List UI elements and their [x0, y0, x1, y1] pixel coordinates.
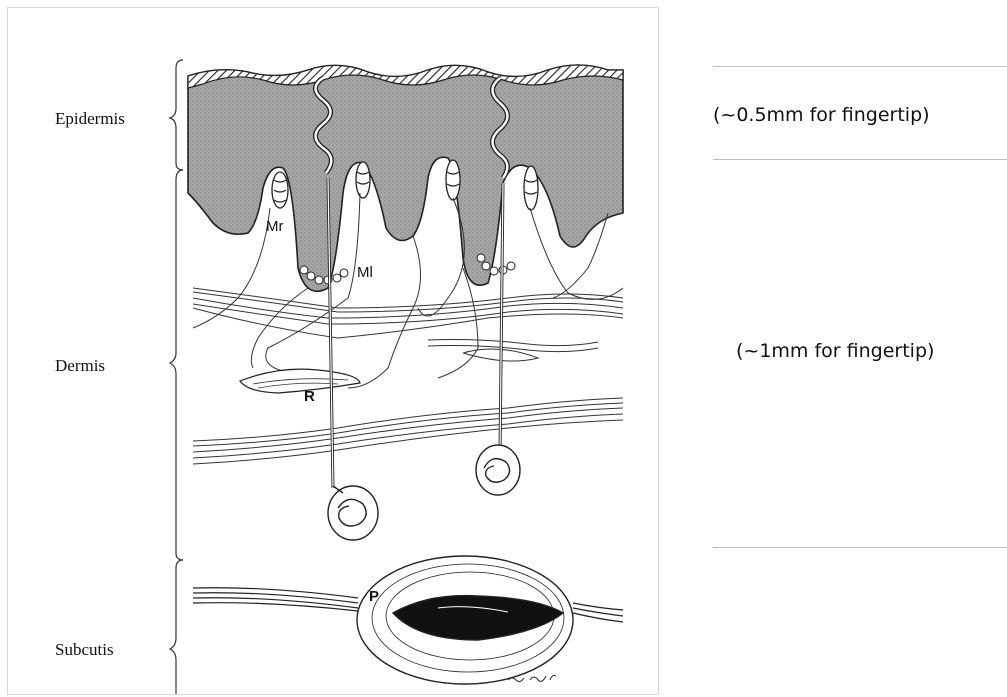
label-subcutis: Subcutis	[55, 640, 114, 660]
label-dermis: Dermis	[55, 356, 105, 376]
label-ruffini-r: R	[304, 388, 315, 405]
pacinian-corpuscle	[357, 556, 573, 684]
divider-epidermis-dermis	[713, 159, 1007, 160]
sweat-gland-right	[476, 445, 520, 495]
epidermis-layer	[188, 65, 623, 291]
label-meissner-mr: Mr	[266, 218, 284, 235]
sweat-gland-left	[328, 486, 378, 540]
dermis-thickness-note: (~1mm for fingertip)	[736, 340, 934, 362]
epidermis-thickness-note: (~0.5mm for fingertip)	[713, 104, 930, 126]
layer-brace-subcutis	[170, 560, 183, 694]
label-pacinian-p: P	[369, 588, 379, 605]
label-merkel-ml: Ml	[357, 264, 373, 281]
label-epidermis: Epidermis	[55, 109, 125, 129]
ruffini-ending	[240, 369, 360, 393]
divider-dermis-subcutis	[713, 547, 1007, 548]
divider-top	[713, 66, 1007, 67]
layer-brace-epidermis	[170, 60, 183, 170]
layer-brace-dermis	[170, 170, 183, 560]
skin-cross-section-figure: Epidermis Dermis Subcutis Mr Ml R P	[7, 7, 659, 695]
